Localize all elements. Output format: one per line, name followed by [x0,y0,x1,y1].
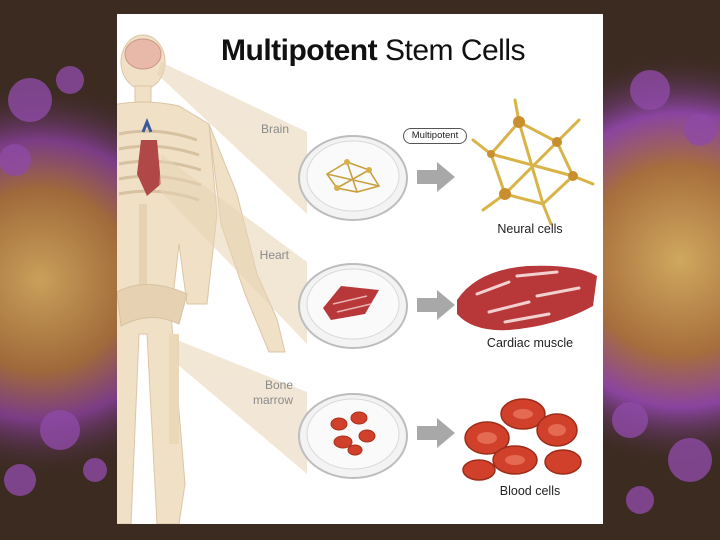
arrow-right-icon [417,418,455,448]
illustration [117,34,597,524]
cardiac-muscle-illustration [457,265,597,331]
projection-beams [157,62,307,474]
spine-icon [139,204,147,294]
organ-label-bone-marrow: Bone marrow [252,378,293,407]
cell-label-cardiac: Cardiac muscle [486,336,574,350]
petri-dish-brain [298,135,408,221]
femur-icon [169,334,179,444]
title-rest: Stem Cells [384,34,526,67]
arrows [417,162,455,448]
petri-dish-heart [298,263,408,349]
pelvis-icon [117,283,188,327]
petri-dish-marrow [298,393,408,479]
arrow-right-icon [417,162,455,192]
heart-icon [137,117,161,196]
cell-label-blood: Blood cells [499,484,561,498]
multipotent-badge: Multipotent [403,128,467,144]
cell-label-neural: Neural cells [497,222,563,236]
organ-label-heart: Heart [259,248,289,262]
neural-cells-illustration [471,98,595,226]
diagram-card: Multipotent Stem Cells Multipotent Brain… [117,14,603,524]
organ-label-brain: Brain [260,122,289,136]
brain-icon [124,38,162,70]
arrow-right-icon [417,290,455,320]
title-bold: Multipotent [221,34,378,67]
page-title: Multipotent Stem Cells [221,34,526,68]
